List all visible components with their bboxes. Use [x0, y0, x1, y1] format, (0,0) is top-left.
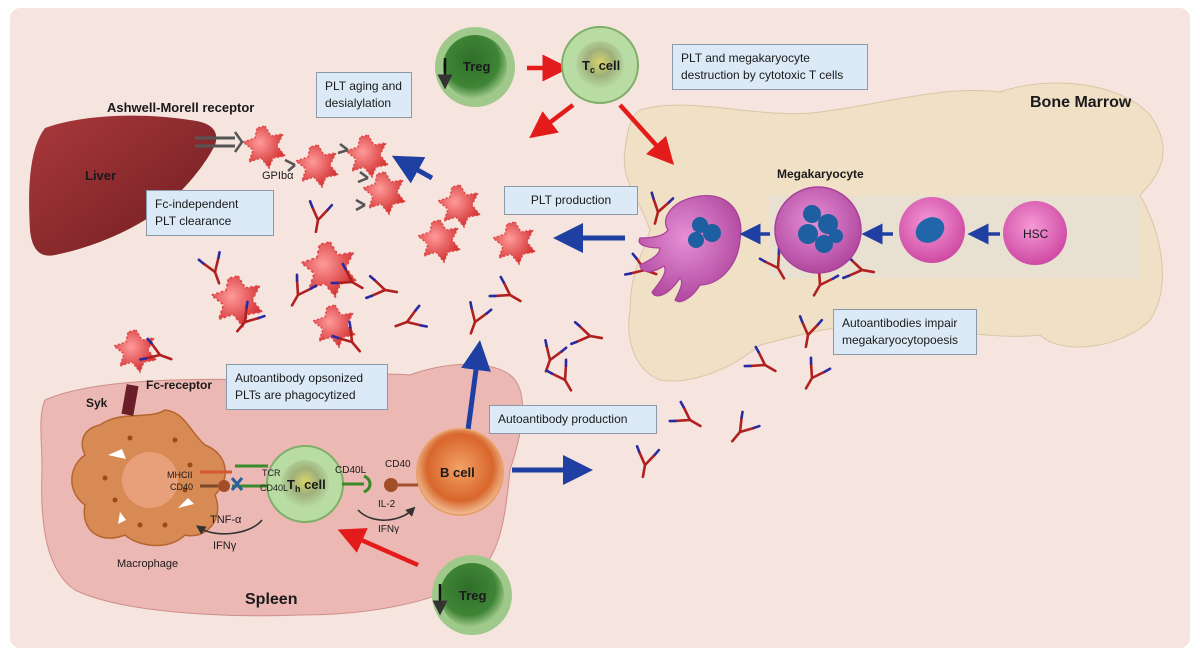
antibody	[138, 337, 173, 361]
label-cd40l-b: CD40L	[335, 465, 367, 476]
label-macrophage: Macrophage	[117, 558, 178, 570]
platelet	[436, 184, 482, 229]
box-tc-destruction: PLT and megakaryocyte destruction by cyt…	[672, 44, 868, 90]
synapse-th-b	[342, 474, 418, 494]
antibody	[804, 356, 832, 390]
box-autoab-production: Autoantibody production	[489, 405, 657, 434]
label-ifn-mac: IFNγ	[213, 540, 237, 552]
platelet	[209, 274, 264, 329]
label-cd40-mac: CD40	[170, 482, 193, 492]
antibody	[570, 320, 604, 346]
platelet	[311, 304, 357, 349]
antibody	[394, 304, 429, 328]
antibody	[544, 338, 568, 373]
label-il2: IL-2	[378, 499, 396, 510]
platelet	[416, 219, 462, 264]
antibody	[488, 275, 522, 303]
antibody	[635, 445, 661, 479]
label-ifn-b: IFNγ	[378, 524, 399, 535]
synapse-mac-th	[200, 464, 268, 492]
box-plt-production: PLT production	[504, 186, 638, 215]
label-gpib: GPIbα	[262, 170, 294, 182]
box-opsonized: Autoantibody opsonized PLTs are phagocyt…	[226, 364, 388, 410]
antibodies	[138, 191, 876, 479]
red-arrows	[337, 54, 675, 568]
label-syk: Syk	[86, 396, 108, 410]
antibody	[235, 300, 266, 333]
label-ashwell: Ashwell-Morell receptor	[107, 100, 254, 115]
antibody	[331, 320, 362, 353]
tc-cell	[561, 26, 639, 104]
box-plt-aging: PLT aging and desialylation	[316, 72, 412, 118]
label-mhcii: MHCII	[167, 470, 193, 480]
antibody	[668, 400, 702, 428]
platelet	[491, 221, 537, 266]
arrow-tc-to-plt	[529, 103, 575, 139]
label-tcr: TCR	[262, 468, 281, 478]
proplatelet-megakaryocyte	[638, 194, 742, 303]
th-cell	[266, 445, 344, 523]
label-megakaryocyte: Megakaryocyte	[777, 167, 864, 181]
label-fc-receptor: Fc-receptor	[146, 378, 212, 392]
liver-shape	[29, 115, 217, 256]
label-liver: Liver	[85, 168, 116, 183]
precursor-cell	[899, 197, 965, 263]
platelet	[294, 144, 340, 189]
label-cd40l-th: CD40L	[260, 483, 288, 493]
blue-arrows	[391, 155, 1000, 485]
gpib-receptors	[284, 143, 369, 212]
hsc-cell	[1003, 201, 1067, 265]
antibody	[308, 200, 334, 234]
label-hsc: HSC	[1023, 227, 1049, 241]
antibody	[330, 262, 364, 290]
label-tc: Tc cell	[582, 58, 620, 75]
antibody	[290, 273, 318, 307]
arrow-treg-to-th	[337, 528, 419, 568]
label-treg-top: Treg	[463, 59, 491, 74]
antibody	[365, 274, 399, 300]
megakaryocyte-cell	[774, 186, 862, 274]
macrophage-cell	[71, 384, 226, 547]
antibody	[545, 358, 573, 392]
antibody	[650, 191, 675, 225]
b-cell	[416, 428, 504, 516]
label-spleen: Spleen	[245, 591, 297, 608]
arrow-il2	[357, 506, 416, 521]
antibody	[743, 345, 777, 373]
label-th: Th cell	[287, 477, 326, 494]
antibody	[197, 250, 221, 285]
label-cd40-b: CD40	[385, 459, 411, 470]
label-b-cell: B cell	[440, 465, 475, 480]
label-tnf: TNF-α	[210, 514, 242, 526]
arrow-bcell-up	[461, 340, 491, 431]
label-bone-marrow: Bone Marrow	[1030, 94, 1132, 111]
label-treg-bottom: Treg	[459, 588, 487, 603]
antibody	[469, 300, 493, 335]
antibody	[798, 315, 824, 349]
treg-top-cell	[435, 27, 515, 107]
treg-bottom-cell	[432, 555, 512, 635]
arrow-tc-to-mk	[618, 103, 675, 166]
box-autoab-impair: Autoantibodies impair megakaryocytopoesi…	[833, 309, 977, 355]
box-fc-independent: Fc-independent PLT clearance	[146, 190, 274, 236]
platelet	[241, 125, 287, 170]
antibody	[758, 246, 786, 280]
arrow-tnf	[196, 519, 263, 535]
arrow-aging	[391, 155, 434, 184]
antibody	[730, 410, 761, 443]
platelet	[344, 134, 390, 179]
platelet	[112, 329, 158, 374]
ashwell-receptor	[195, 131, 244, 153]
